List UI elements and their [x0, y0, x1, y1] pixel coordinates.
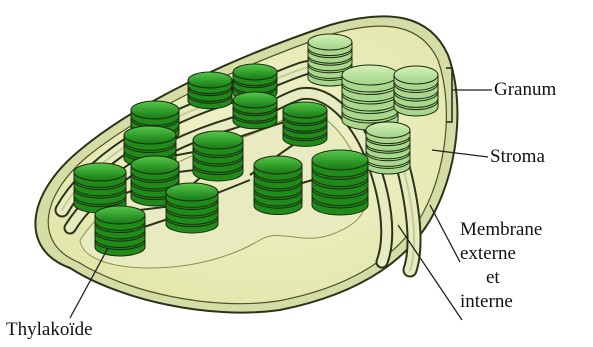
label-membrane-line3: et	[460, 266, 542, 290]
thylakoid-disc-top	[166, 183, 218, 201]
thylakoid-disc-top	[308, 34, 352, 50]
granum-stack	[233, 92, 277, 129]
thylakoid-disc-top	[254, 156, 302, 174]
membrane-leader-1	[430, 205, 460, 262]
thylakoid-disc-top	[193, 131, 243, 149]
thylakoid-disc-top	[131, 101, 179, 119]
thylakoid-disc-top	[233, 64, 277, 80]
thylakoid-disc-top	[233, 92, 277, 108]
thylakoid-disc-top	[283, 102, 327, 118]
label-membrane-line1: Membrane	[460, 218, 542, 242]
label-thylakoide: Thylakoïde	[6, 320, 93, 340]
granum-stack	[188, 72, 232, 109]
thylakoid-disc-top	[95, 206, 145, 224]
granum-stack	[74, 163, 126, 213]
label-membrane-line2: externe	[460, 242, 542, 266]
granum-stack	[342, 65, 398, 130]
label-granum: Granum	[494, 80, 556, 100]
granum-stack	[166, 183, 218, 233]
thylakoid-disc-top	[131, 156, 179, 174]
thylakoid-disc-top	[394, 66, 438, 84]
thylakoid-disc-top	[74, 163, 126, 181]
granum-stack	[193, 131, 243, 181]
thylakoid-disc-top	[124, 126, 176, 144]
thylakoid-disc-top	[312, 150, 368, 170]
granum-stack	[312, 150, 368, 215]
granum-stack	[366, 122, 410, 174]
label-membrane-line4: interne	[460, 290, 542, 314]
thylakoid-disc-top	[366, 122, 410, 138]
granum-stack	[283, 102, 327, 146]
thylakoid-disc-top	[342, 65, 398, 85]
label-membrane: Membrane externe et interne	[460, 218, 542, 314]
label-stroma: Stroma	[490, 147, 545, 167]
granum-stack	[95, 206, 145, 256]
granum-stack	[394, 66, 438, 116]
granum-stack	[254, 156, 302, 215]
thylakoid-disc-top	[188, 72, 232, 88]
